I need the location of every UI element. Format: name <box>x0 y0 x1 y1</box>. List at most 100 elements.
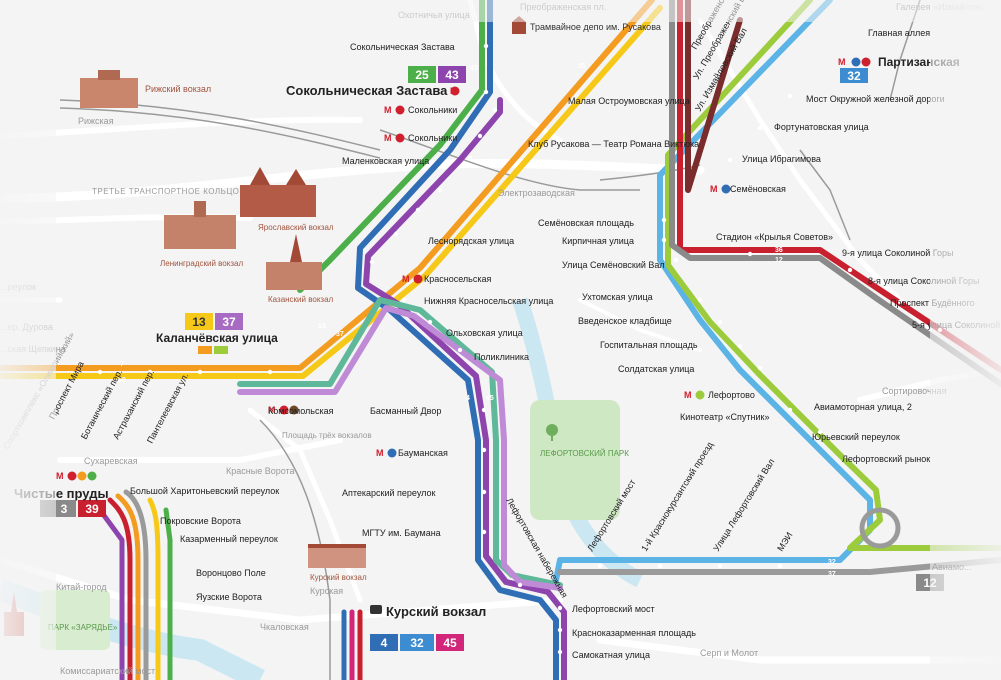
landmark-label: Рижский вокзал <box>145 84 211 94</box>
route-number: 7 <box>120 361 124 368</box>
street <box>578 298 702 352</box>
metro-icon: М <box>710 184 731 194</box>
landmark-label: ПАРК «ЗАРЯДЬЕ» <box>48 623 118 632</box>
stop-label: Фортунатовская улица <box>774 122 869 132</box>
badge-text: 25 <box>415 68 429 82</box>
route-line-red <box>677 0 1001 373</box>
stop-label: Главная аллея <box>868 28 930 38</box>
stop-label: Большой Харитоньевский переулок <box>130 486 279 496</box>
svg-text:М: М <box>402 274 410 284</box>
stop-label: Улица Ибрагимова <box>742 154 821 164</box>
train-icon <box>370 605 382 614</box>
svg-text:М: М <box>838 57 846 67</box>
stop-label: Нижняя Красносельская улица <box>424 296 553 306</box>
stop-label: Ухтомская улица <box>582 292 653 302</box>
stop-label: Красносельская <box>424 274 492 284</box>
stop-label: Стадион «Крылья Советов» <box>716 232 833 242</box>
badge-text: 39 <box>85 502 99 516</box>
street-label: Курская <box>310 586 343 596</box>
stop-label: Госпитальная площадь <box>600 340 698 350</box>
badge-text: 4 <box>381 636 388 650</box>
street-label: Преображенская пл. <box>520 2 606 12</box>
badge-text: 45 <box>443 636 457 650</box>
stop-label: Лефортовский рынок <box>842 454 930 464</box>
stop-label: Покровские Ворота <box>160 516 241 526</box>
railway <box>259 419 331 680</box>
stop-label: Проспект Будённого <box>890 298 975 308</box>
tram-depot-icon <box>512 16 526 34</box>
stop-label: Сокольники <box>408 133 457 143</box>
route-number: 37 <box>336 331 344 338</box>
route-number: 45 <box>486 395 494 402</box>
station-building-icon <box>266 234 322 290</box>
route-line-grey <box>669 0 1001 387</box>
street-label: Площадь трёх вокзалов <box>282 431 372 440</box>
landmark-label: Ярославский вокзал <box>258 223 334 232</box>
route-number: 13 <box>318 323 326 330</box>
stop-label: Введенское кладбище <box>578 316 672 326</box>
route-number: 12 <box>775 257 783 264</box>
stop-label: Солдатская улица <box>618 364 694 374</box>
badge-text: 32 <box>847 69 861 83</box>
badge-text: 3 <box>61 502 68 516</box>
badge-skyblue <box>400 634 434 651</box>
badge-green <box>408 66 436 83</box>
route-number: 25 <box>578 63 586 70</box>
stop-label: Красноказарменная площадь <box>572 628 696 638</box>
park-icon <box>546 424 558 441</box>
station-building-icon <box>240 167 316 217</box>
metro-icon: М <box>450 86 460 96</box>
railway <box>799 149 851 241</box>
street-label: Рижская <box>78 116 114 126</box>
route-line-skyblue <box>553 0 873 583</box>
badge-magenta <box>436 634 464 651</box>
stop-label: Чистые пруды <box>14 486 109 501</box>
street-label: ...ер. Дурова <box>0 322 53 332</box>
street-label: Китай-город <box>56 582 107 592</box>
route-line-left-yellow <box>147 497 161 680</box>
route-line-orange <box>0 0 655 371</box>
metro-markers: М М М М М М М М М М <box>56 57 871 614</box>
station-building-icon <box>80 70 138 108</box>
svg-text:М: М <box>684 390 692 400</box>
badge-purple <box>438 66 466 83</box>
stop-label: Бауманская <box>398 448 448 458</box>
stop-label: МГТУ им. Баумана <box>362 528 441 538</box>
stop-label: Лефортовский мост <box>572 604 655 614</box>
metro-icon: М <box>384 133 405 143</box>
landmark-label: Ленинградский вокзал <box>160 259 243 268</box>
metro-icon: М <box>268 405 299 415</box>
stop-label: 9-я улица Соколиной Горы <box>842 248 954 258</box>
station-building-icon <box>308 544 366 568</box>
street-label: Сортировочная <box>882 386 947 396</box>
stop-label: Семёновская <box>730 184 786 194</box>
stop-label: Кирпичная улица <box>562 236 634 246</box>
landmark-label: ЛЕФОРТОВСКИЙ ПАРК <box>540 449 629 458</box>
stop-label: Воронцово Поле <box>196 568 266 578</box>
metro-icon: М <box>56 471 97 481</box>
street <box>0 116 363 139</box>
street-label: Электрозаводская <box>498 188 575 198</box>
metro-icon: М <box>838 57 871 67</box>
badge-text: 43 <box>445 68 459 82</box>
badge-text: 37 <box>222 315 236 329</box>
landmark-label: Курский вокзал <box>310 573 367 582</box>
route-line-left-orange <box>115 493 141 680</box>
svg-text:М: М <box>384 133 392 143</box>
landmark-label: Казанский вокзал <box>268 295 334 304</box>
stop-label: Юрьевский переулок <box>812 432 900 442</box>
street-label: Чкаловская <box>260 622 309 632</box>
lefortovsky-park-area <box>530 400 620 520</box>
street-label: Сухаревская <box>84 456 138 466</box>
stop-label: Казарменный переулок <box>180 534 278 544</box>
stop-label: Лефортово <box>708 390 755 400</box>
stop-label: Леснорядская улица <box>428 236 514 246</box>
stop-dots <box>97 43 943 655</box>
street-label: ...реулок <box>0 282 36 292</box>
svg-text:М: М <box>56 471 64 481</box>
route-line-darkred <box>685 0 743 193</box>
stop-label: Аптекарский переулок <box>342 488 435 498</box>
stop-label: Сокольники <box>408 105 457 115</box>
svg-text:М: М <box>268 405 276 415</box>
